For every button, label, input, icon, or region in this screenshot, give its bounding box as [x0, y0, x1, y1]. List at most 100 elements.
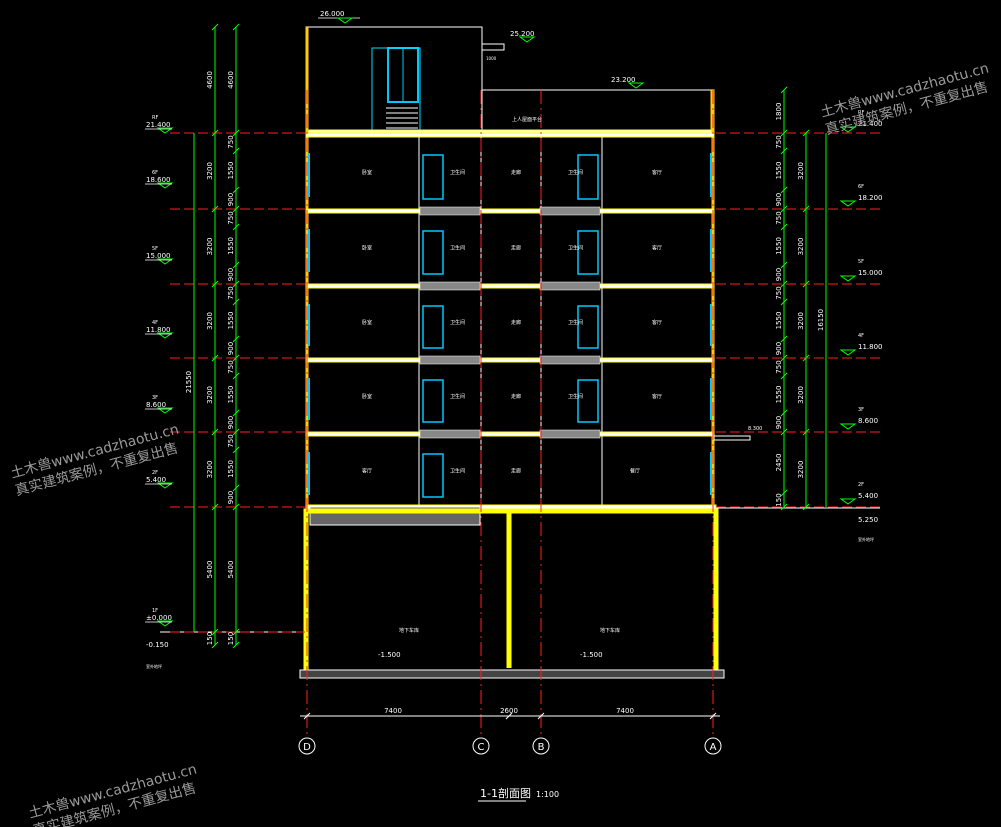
room-label: 走廊	[511, 319, 521, 326]
right-inner-dims: 1800750155090075015509007501550900750155…	[775, 86, 788, 511]
elev-balcony: 8.300	[748, 426, 762, 432]
svg-text:750: 750	[227, 286, 235, 299]
room-label: 卫生间	[568, 245, 583, 252]
ground-note: 室外地坪	[146, 663, 162, 669]
elev-roof-top: 26.000	[320, 10, 345, 18]
elev-canopy: 25.200	[510, 30, 535, 38]
svg-text:1550: 1550	[227, 460, 235, 478]
watermark-top-right: 土木兽www.cadzhaotu.cn 真实建筑案例，不重复出售	[819, 61, 991, 139]
svg-text:900: 900	[775, 193, 783, 206]
svg-text:900: 900	[227, 193, 235, 206]
svg-text:750: 750	[775, 135, 783, 148]
svg-text:5400: 5400	[227, 561, 235, 579]
svg-text:2450: 2450	[775, 454, 783, 472]
right-note: 室外地坪	[858, 536, 874, 542]
svg-text:3200: 3200	[206, 238, 214, 256]
left-level-name: 2F	[152, 470, 158, 476]
svg-text:1550: 1550	[775, 162, 783, 180]
left-level-elev: 21.400	[146, 121, 171, 129]
svg-text:900: 900	[227, 416, 235, 429]
right-level-name: 6F	[858, 184, 864, 190]
svg-text:750: 750	[775, 211, 783, 224]
canopy	[481, 43, 505, 51]
bottom-dim: 7400	[384, 707, 402, 715]
room-label: 走廊	[511, 393, 521, 400]
svg-text:4600: 4600	[206, 71, 214, 89]
axis-label-D: D	[303, 742, 311, 753]
room-label: 走廊	[511, 468, 521, 475]
right-level-elev: 15.000	[858, 269, 883, 277]
left-level-elev: 18.600	[146, 176, 171, 184]
right-total-dim: 16150	[817, 133, 827, 507]
right-level-name: 3F	[858, 407, 864, 413]
balcony-rail	[713, 435, 751, 441]
room-label: 卫生间	[450, 319, 465, 326]
svg-text:3200: 3200	[206, 461, 214, 479]
svg-text:3200: 3200	[797, 386, 805, 404]
drawing-scale: 1:100	[536, 790, 559, 799]
floor-level-5	[305, 206, 715, 284]
canopy-dim: 1000	[486, 56, 497, 61]
svg-text:750: 750	[227, 135, 235, 148]
svg-text:750: 750	[775, 360, 783, 373]
axis-bubble-B	[532, 737, 550, 755]
right-level-name: RF	[858, 110, 864, 116]
basement-label: 地下车库	[399, 627, 419, 634]
stair-steps	[386, 107, 418, 129]
room-label: 卫生间	[568, 169, 583, 176]
svg-text:900: 900	[227, 268, 235, 281]
room-label: 客厅	[652, 169, 662, 176]
room-label: 走廊	[511, 169, 521, 176]
stair-tower-outline	[305, 26, 483, 134]
svg-text:750: 750	[227, 211, 235, 224]
ground-elev: -0.150	[146, 641, 169, 649]
floor-level-3	[305, 355, 715, 432]
svg-text:1550: 1550	[227, 162, 235, 180]
right-level-elev: 5.400	[858, 492, 878, 500]
watermark-mid-left: 土木兽www.cadzhaotu.cn 真实建筑案例，不重复出售	[9, 422, 181, 500]
svg-text:1550: 1550	[227, 237, 235, 255]
dimension-chains: 7400 2600 7400 4600 3200 3200 3200 3200 3200 5400…	[185, 23, 827, 720]
svg-text:3200: 3200	[797, 238, 805, 256]
svg-text:1550: 1550	[775, 312, 783, 330]
svg-text:900: 900	[775, 342, 783, 355]
svg-text:3200: 3200	[206, 312, 214, 330]
left-level-elev: 5.400	[146, 476, 166, 484]
svg-text:150: 150	[206, 632, 214, 645]
labels: 卧室卫生间走廊卫生间客厅卧室卫生间走廊卫生间客厅卧室卫生间走廊卫生间客厅卧室卫生…	[145, 10, 883, 669]
right-level-name: 5F	[858, 259, 864, 265]
bottom-dim: 7400	[616, 707, 634, 715]
room-label: 卫生间	[450, 245, 465, 252]
svg-text:900: 900	[227, 342, 235, 355]
svg-text:1550: 1550	[227, 312, 235, 330]
left-level-elev: ±0.000	[146, 614, 172, 622]
room-label: 走廊	[511, 245, 521, 252]
svg-text:3200: 3200	[206, 162, 214, 180]
svg-text:1550: 1550	[227, 386, 235, 404]
right-level-name: 4F	[858, 333, 864, 339]
room-label: 卧室	[362, 319, 372, 326]
axis-bubble-D	[298, 737, 316, 755]
svg-text:4600: 4600	[227, 71, 235, 89]
basement-elev: -1.500	[378, 651, 401, 659]
axis-bubble-C	[472, 737, 490, 755]
room-label: 卫生间	[450, 169, 465, 176]
bottom-dim: 2600	[500, 707, 518, 715]
room-label: 卫生间	[450, 468, 465, 475]
roof-label: 上人屋面平台	[512, 116, 542, 123]
room-label: 卧室	[362, 169, 372, 176]
watermark-bottom-left: 土木兽www.cadzhaotu.cn 真实建筑案例，不重复出售	[27, 762, 199, 827]
svg-text:900: 900	[775, 416, 783, 429]
left-level-name: 5F	[152, 246, 158, 252]
level-lines	[170, 132, 880, 633]
svg-text:3200: 3200	[797, 162, 805, 180]
floor-level-2	[305, 429, 715, 507]
left-level-name: RF	[152, 115, 158, 121]
axis-bubble-A	[704, 737, 722, 755]
right-ground-elev: 5.250	[858, 516, 878, 524]
basement-foundation	[299, 669, 725, 679]
room-label: 客厅	[652, 393, 662, 400]
